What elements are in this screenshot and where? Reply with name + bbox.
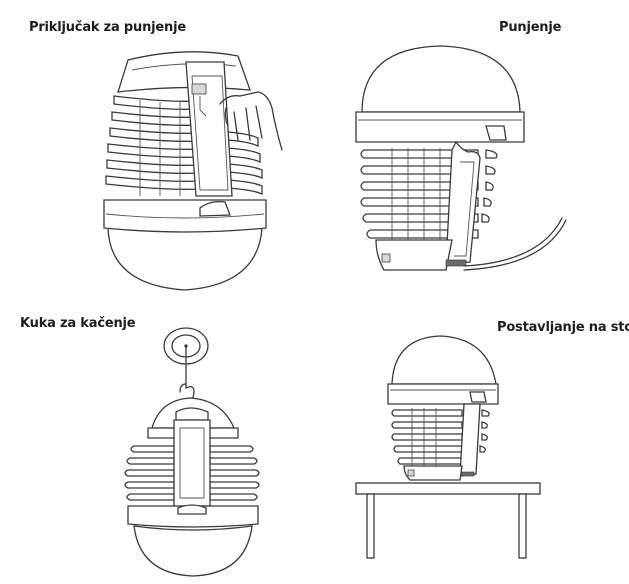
panel-title-charging: Punjenje bbox=[499, 20, 562, 35]
panel-title-hanging-hook: Kuka za kačenje bbox=[20, 316, 136, 331]
lamp-charging-port-illustration bbox=[103, 51, 283, 291]
grid-rings-right bbox=[209, 445, 260, 501]
lamp-table-illustration bbox=[355, 335, 541, 559]
grid-rings-left bbox=[124, 445, 175, 501]
grid-rings bbox=[391, 408, 490, 466]
lamp-hanging-illustration bbox=[124, 327, 260, 577]
panel-title-table-placement: Postavljanje na sto bbox=[497, 320, 629, 335]
grid-rings-left bbox=[105, 95, 211, 196]
table-icon bbox=[355, 482, 541, 559]
grid-rings-right bbox=[227, 131, 263, 196]
lamp-charging-illustration bbox=[355, 45, 567, 271]
panel-title-charging-port: Priključak za punjenje bbox=[29, 20, 186, 35]
